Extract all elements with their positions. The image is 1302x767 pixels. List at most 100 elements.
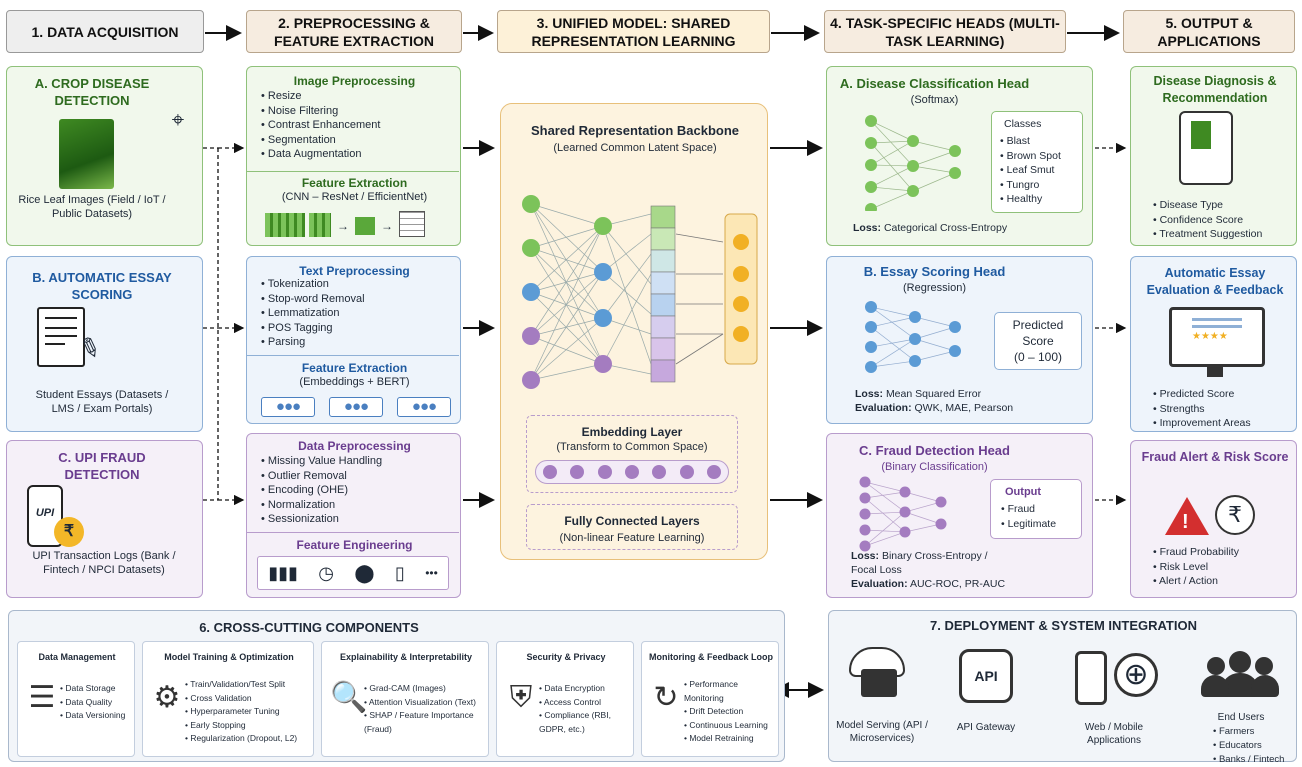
drone-icon: ⌖	[171, 107, 185, 132]
essay-source-box: B. AUTOMATIC ESSAY SCORING ✎ Student Ess…	[6, 256, 203, 432]
image-preprocessing-title: Image Preprocessing	[293, 74, 416, 88]
essay-head-title: B. Essay Scoring Head	[863, 264, 1006, 279]
header-preprocessing: 2. PREPROCESSING & FEATURE EXTRACTION	[246, 10, 462, 53]
disease-classes-list: BlastBrown SpotLeaf SmutTungroHealthy	[1000, 134, 1061, 207]
list-item: Attention Visualization (Text)	[364, 696, 488, 710]
list-item: Predicted Score	[1153, 387, 1251, 402]
data-preprocessing-box: Data Preprocessing Missing Value Handlin…	[246, 433, 461, 598]
list-item: Compliance (RBI, GDPR, etc.)	[539, 709, 633, 736]
cross-cutting-column: Monitoring & Feedback Loop↻Performance M…	[641, 641, 779, 757]
list-item: Outlier Removal	[261, 469, 382, 484]
more-icon: •••	[425, 566, 438, 580]
cross-cutting-column-title: Security & Privacy	[526, 652, 606, 662]
list-item: Resize	[261, 89, 380, 104]
list-item: Confidence Score	[1153, 213, 1262, 228]
backbone-network-diagram	[522, 195, 758, 389]
embedding-layer-title: Embedding Layer	[581, 425, 683, 439]
fraud-head-sub: (Binary Classification)	[881, 461, 988, 473]
list-item: Farmers	[1213, 725, 1284, 739]
shield-lock-icon: ⛨	[509, 681, 533, 714]
document-icon	[37, 307, 85, 367]
header-unified-model: 3. UNIFIED MODEL: SHARED REPRESENTATION …	[497, 10, 770, 53]
essay-output-box: Automatic Essay Evaluation & Feedback ★★…	[1130, 256, 1297, 432]
fully-connected-title: Fully Connected Layers	[564, 514, 700, 528]
cross-cutting-list: Grad-CAM (Images)Attention Visualization…	[364, 682, 488, 736]
loss-label: Loss:	[851, 550, 880, 562]
list-item: Normalization	[261, 498, 382, 513]
essay-output-title: Automatic Essay Evaluation & Feedback	[1146, 266, 1284, 297]
list-item: Disease Type	[1153, 198, 1262, 213]
fully-connected-sub: (Non-linear Feature Learning)	[559, 532, 705, 544]
cnn-layers-icon: → →	[265, 209, 445, 239]
globe-icon: ⊕	[1114, 653, 1158, 697]
disease-output-box: Disease Diagnosis & Recommendation Disea…	[1130, 66, 1297, 246]
list-item: Segmentation	[261, 133, 380, 148]
list-item: Legitimate	[1001, 517, 1056, 532]
deployment-box: 7. DEPLOYMENT & SYSTEM INTEGRATION Model…	[828, 610, 1297, 765]
list-item: POS Tagging	[261, 321, 365, 336]
cross-cutting-column-title: Model Training & Optimization	[164, 652, 294, 662]
loss-value: Mean Squared Error	[885, 388, 982, 400]
list-item: Leaf Smut	[1000, 163, 1061, 178]
disease-output-list: Disease TypeConfidence ScoreTreatment Su…	[1153, 198, 1262, 242]
api-gateway-label: API Gateway	[956, 722, 1016, 733]
monitor-icon: ★★★★	[1169, 307, 1265, 367]
disease-head-title: A. Disease Classification Head	[839, 76, 1030, 91]
text-feature-extraction-title: Feature Extraction	[301, 361, 408, 375]
cross-cutting-column: Data Management☰Data StorageData Quality…	[17, 641, 135, 757]
essay-head-box: B. Essay Scoring Head (Regression) Predi…	[826, 256, 1093, 424]
list-item: Contrast Enhancement	[261, 118, 381, 133]
list-item: Educators	[1213, 739, 1284, 753]
data-preprocessing-title: Data Preprocessing	[298, 439, 411, 453]
api-gateway-icon: API	[959, 649, 1013, 703]
cloud-server-icon	[849, 647, 909, 705]
list-item: Hyperparameter Tuning	[185, 705, 313, 719]
essay-head-metrics: Loss: Mean Squared Error Evaluation: QWK…	[855, 387, 1013, 415]
rupee-icon: ₹	[1215, 495, 1255, 535]
cross-cutting-column-title: Explainability & Interpretability	[339, 652, 473, 662]
list-item: Continuous Learning	[684, 719, 778, 733]
web-mobile-label: Web / Mobile Applications	[1084, 722, 1144, 746]
fraud-head-metrics: Loss: Binary Cross-Entropy / Focal Loss …	[851, 549, 1011, 591]
list-item: Brown Spot	[1000, 149, 1061, 164]
list-item: Data Versioning	[60, 709, 134, 723]
feature-engineering-icons: ▮▮▮◷⬤▯•••	[257, 556, 449, 590]
embedding-tokens-icon: ●●● ●●● ●●●	[261, 397, 451, 417]
rice-leaf-image	[59, 119, 114, 189]
essay-head-network	[865, 301, 961, 373]
deployment-title: 7. DEPLOYMENT & SYSTEM INTEGRATION	[929, 618, 1197, 633]
list-item: Lemmatization	[261, 306, 365, 321]
database-icon: ☰	[28, 681, 56, 714]
list-item: Blast	[1000, 134, 1061, 149]
list-item: Treatment Suggestion	[1153, 227, 1262, 242]
disease-head-loss: Loss: Categorical Cross-Entropy	[853, 222, 1007, 234]
embedding-nodes	[535, 460, 729, 484]
cross-cutting-column-title: Data Management	[38, 652, 116, 662]
crop-disease-source-box: A. CROP DISEASE DETECTION ⌖ Rice Leaf Im…	[6, 66, 203, 246]
cross-cutting-column: Model Training & Optimization⚙Train/Vali…	[142, 641, 314, 757]
list-item: Encoding (OHE)	[261, 483, 382, 498]
list-item: Early Stopping	[185, 719, 313, 733]
list-item: Tungro	[1000, 178, 1061, 193]
list-item: Alert / Action	[1153, 574, 1239, 589]
list-item: Improvement Areas	[1153, 416, 1251, 431]
loss-label: Loss:	[855, 388, 884, 400]
users-icon	[1201, 651, 1281, 701]
evaluation-value: QWK, MAE, Pearson	[914, 402, 1014, 414]
embedding-layer-sub: (Transform to Common Space)	[556, 441, 708, 453]
fraud-output-list: Fraud ProbabilityRisk LevelAlert / Actio…	[1153, 545, 1239, 589]
data-preprocessing-list: Missing Value HandlingOutlier RemovalEnc…	[261, 454, 382, 527]
header-data-acquisition: 1. DATA ACQUISITION	[6, 10, 204, 53]
image-feature-extraction-title: Feature Extraction	[301, 176, 408, 190]
list-item: Sessionization	[261, 512, 382, 527]
disease-output-title: Disease Diagnosis & Recommendation	[1153, 74, 1277, 105]
crop-disease-desc: Rice Leaf Images (Field / IoT / Public D…	[18, 194, 166, 220]
cross-cutting-title: 6. CROSS-CUTTING COMPONENTS	[199, 620, 419, 635]
rupee-coin-icon: ₹	[54, 517, 84, 547]
list-item: Strengths	[1153, 402, 1251, 417]
list-item: Model Retraining	[684, 732, 778, 746]
mobile-icon	[1075, 651, 1107, 705]
warning-icon	[1165, 497, 1209, 535]
upi-source-desc: UPI Transaction Logs (Bank / Fintech / N…	[32, 550, 176, 576]
feature-engineering-title: Feature Engineering	[296, 538, 413, 552]
